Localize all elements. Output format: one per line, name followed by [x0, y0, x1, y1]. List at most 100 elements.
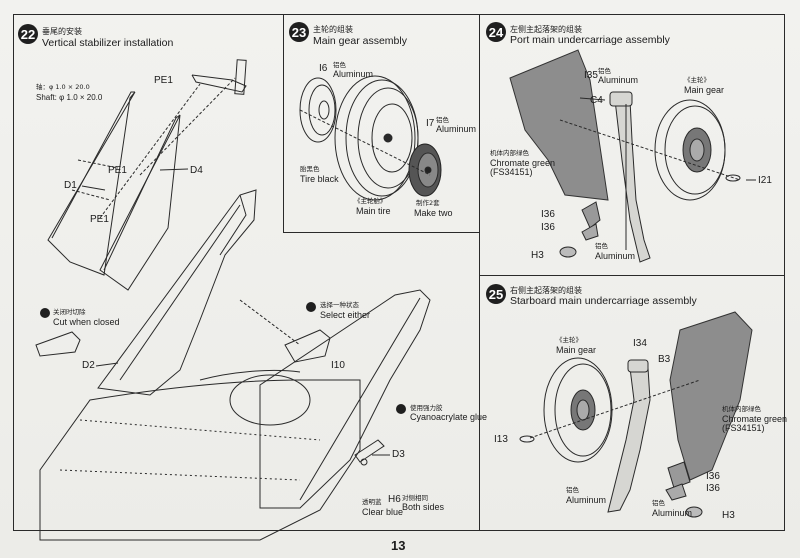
fuselage	[39, 369, 361, 541]
part-label-i10: I10	[331, 360, 345, 371]
select-note: Select either	[320, 310, 371, 320]
color-label-cn: 铝色	[436, 116, 449, 124]
glue-note-cn: 使用强力胶	[410, 404, 443, 412]
step-number-badge: 25	[486, 284, 506, 304]
color-label-cn: 铝色	[598, 67, 611, 75]
part-label-i7: I7	[426, 118, 435, 129]
color-label-cn: 机体内部绿色	[490, 149, 529, 157]
part-label-i34: I34	[633, 338, 647, 349]
part-label-d4: D4	[190, 165, 203, 176]
wheel-hub-i6	[299, 77, 337, 143]
part-label-c4: C4	[590, 95, 603, 106]
gear-door-c4	[509, 49, 609, 201]
part-i10	[239, 299, 331, 363]
color-label: Aluminum	[595, 251, 636, 261]
color-label-cn: 铝色	[333, 61, 346, 69]
color-note: Clear blue	[362, 507, 404, 517]
glue-icon	[396, 404, 406, 414]
part-label-i35: I35	[584, 70, 598, 81]
divider	[479, 275, 785, 277]
step-title: Starboard main undercarriage assembly	[510, 295, 697, 307]
page-number: 13	[391, 538, 406, 553]
part-label-i21: I21	[758, 175, 772, 186]
divider	[479, 14, 481, 531]
color-label: Aluminum	[598, 75, 639, 85]
port-main-wheel	[654, 99, 726, 201]
part-label-i36: I36	[706, 483, 720, 494]
main-gear-label: Main gear	[556, 345, 597, 355]
step-title: Vertical stabilizer installation	[42, 37, 174, 49]
part-label-d3: D3	[392, 449, 405, 460]
color-note-cn: 透明蓝	[362, 498, 382, 506]
step-number-badge: 24	[486, 22, 506, 42]
step-number-badge: 23	[289, 22, 309, 42]
pe1-part	[99, 59, 247, 219]
main-gear-label: Main gear	[684, 85, 725, 95]
part-label-i36: I36	[706, 471, 720, 482]
step-title: Port main undercarriage assembly	[510, 34, 670, 46]
select-icon	[306, 302, 316, 312]
make-two-label: Make two	[414, 208, 453, 218]
step-title-cn: 左侧主起落架的组装	[510, 25, 582, 34]
parts-i36-starboard	[665, 461, 691, 501]
tire-color: Tire black	[300, 174, 339, 184]
main-tire-cn: 《主轮胎》	[354, 197, 387, 205]
stabilizer-part-d4	[99, 114, 181, 291]
part-label-b3: B3	[658, 354, 671, 365]
color-code: (FS34151)	[722, 423, 765, 433]
color-label: Aluminum	[333, 69, 374, 79]
part-h3	[559, 246, 577, 258]
color-label: Chromate green	[490, 158, 556, 168]
part-d3	[354, 439, 385, 466]
cut-note-cn: 关闭时切除	[53, 308, 86, 316]
part-label-i6: I6	[319, 63, 328, 74]
part-h3-starboard	[685, 506, 703, 518]
color-label: Aluminum	[566, 495, 607, 505]
divider	[283, 14, 285, 233]
step-title-cn: 主轮的组装	[313, 25, 353, 34]
sides-note-cn: 对侧相同	[402, 494, 428, 502]
color-label-cn: 铝色	[595, 242, 608, 250]
part-label-i36: I36	[541, 222, 555, 233]
starboard-main-wheel	[543, 357, 613, 463]
shaft-label: Shaft: φ 1.0 × 20.0	[36, 93, 103, 102]
part-label-pe1: PE1	[108, 165, 127, 176]
color-label-cn: 机体内部绿色	[722, 405, 761, 413]
cut-part	[35, 331, 81, 357]
step-title: Main gear assembly	[313, 35, 407, 47]
main-stabilizer-d2	[97, 189, 431, 509]
main-gear-cn: 《主轮》	[556, 336, 582, 344]
part-label-h6: H6	[388, 494, 401, 505]
color-label-cn: 铝色	[566, 486, 579, 494]
tire-color-cn: 胎黑色	[300, 165, 320, 173]
main-tire-label: Main tire	[356, 206, 391, 216]
part-label-i13: I13	[494, 434, 508, 445]
scissors-icon	[40, 308, 50, 318]
page-frame	[13, 14, 785, 531]
gear-leg-i35	[609, 91, 651, 263]
part-label-i36: I36	[541, 209, 555, 220]
part-label-h3: H3	[531, 250, 544, 261]
part-label-d2: D2	[82, 360, 95, 371]
make-two-cn: 制作2套	[416, 199, 440, 207]
cut-note: Cut when closed	[53, 317, 120, 327]
part-label-pe1: PE1	[90, 214, 109, 225]
main-gear-cn: 《主轮》	[684, 76, 710, 84]
part-label-d1: D1	[64, 180, 77, 191]
color-label-cn: 铝色	[652, 499, 665, 507]
divider	[283, 232, 479, 234]
stabilizer-part-d1	[47, 91, 136, 276]
color-label: Aluminum	[436, 124, 477, 134]
color-label: Chromate green	[722, 414, 788, 424]
gear-door-b3	[669, 311, 753, 481]
color-label: Aluminum	[652, 508, 693, 518]
color-code: (FS34151)	[490, 167, 533, 177]
part-label-pe1: PE1	[154, 75, 173, 86]
parts-i36	[581, 201, 601, 241]
glue-note: Cyanoacrylate glue	[410, 412, 488, 422]
step-number-badge: 22	[18, 24, 38, 44]
part-label-h3: H3	[722, 510, 735, 521]
step-title-cn: 右侧主起落架的组装	[510, 286, 582, 295]
